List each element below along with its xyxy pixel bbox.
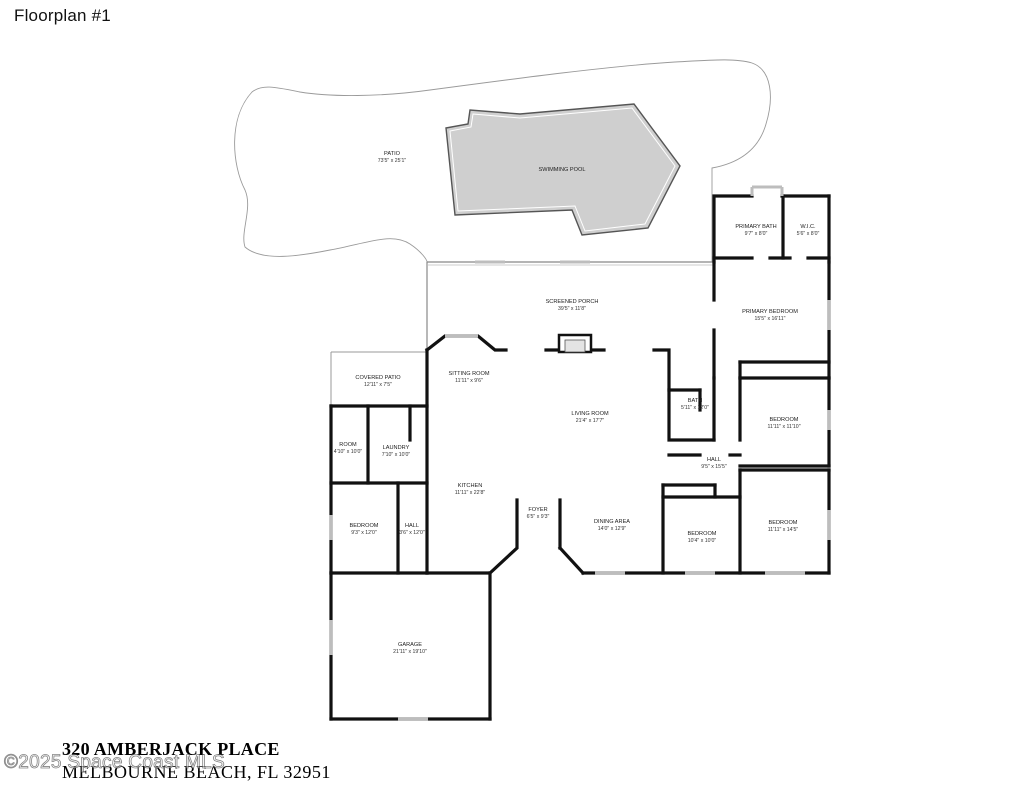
- room-dims-primary-bath: 9'7" x 8'0": [745, 231, 768, 237]
- room-dims-covered-patio: 12'11" x 7'5": [364, 382, 392, 388]
- room-dims-patio: 73'5" x 25'1": [378, 158, 407, 164]
- room-dims-primary-bedroom: 15'5" x 16'11": [755, 316, 786, 322]
- room-name-laundry: LAUNDRY: [383, 445, 410, 451]
- room-dims-screened-porch: 39'5" x 11'8": [558, 306, 586, 312]
- fireplace: [557, 333, 593, 354]
- room-dims-hall-2: 3'6" x 12'0": [399, 530, 425, 536]
- windows: [329, 185, 831, 721]
- room-name-bath: BATH: [688, 398, 703, 404]
- room-dims-garage: 21'11" x 19'10": [393, 649, 427, 655]
- room-name-foyer: FOYER: [528, 507, 547, 513]
- room-dims-sitting-room: 11'11" x 9'6": [455, 378, 483, 384]
- room-name-bedroom-3: BEDROOM: [769, 520, 798, 526]
- room-dims-laundry: 7'10" x 10'0": [382, 452, 411, 458]
- room-name-bedroom-2: BEDROOM: [688, 531, 717, 537]
- room-dims-bedroom-1: 11'11" x 11'10": [767, 424, 800, 430]
- room-dims-dining-area: 14'0" x 12'9": [598, 526, 627, 532]
- pool-coping: [449, 107, 676, 232]
- room-name-hall-2: HALL: [405, 523, 419, 529]
- room-dims-bedroom-3: 11'11" x 14'5": [768, 527, 799, 533]
- mls-watermark: ©2025 Space Coast MLS: [4, 752, 225, 774]
- address-line-1: 320 AMBERJACK PLACE: [62, 739, 280, 759]
- room-name-kitchen: KITCHEN: [458, 483, 483, 489]
- room-name-primary-bedroom: PRIMARY BEDROOM: [742, 309, 798, 315]
- room-dims-living-room: 21'4" x 17'7": [576, 418, 605, 424]
- room-name-living-room: LIVING ROOM: [571, 411, 609, 417]
- room-name-garage: GARAGE: [398, 642, 422, 648]
- room-labels: PATIO 73'5" x 25'1" SWIMMING POOL PRIMAR…: [334, 151, 820, 655]
- page-title: Floorplan #1: [14, 6, 111, 25]
- room-name-covered-patio: COVERED PATIO: [355, 375, 401, 381]
- room-name-bedroom-1: BEDROOM: [770, 417, 799, 423]
- walls: [329, 194, 831, 721]
- swimming-pool: [445, 103, 681, 236]
- room-dims-bedroom-4: 9'3" x 12'0": [351, 530, 377, 536]
- room-name-patio: PATIO: [384, 151, 401, 157]
- room-name-screened-porch: SCREENED PORCH: [546, 299, 599, 305]
- address-line-2: MELBOURNE BEACH, FL 32951: [62, 762, 331, 782]
- room-dims-kitchen: 11'11" x 22'8": [455, 490, 486, 496]
- room-dims-wic: 5'6" x 8'0": [797, 231, 820, 237]
- room-dims-bath: 5'11" x 12'0": [681, 405, 709, 411]
- room-name-pool: SWIMMING POOL: [539, 167, 586, 173]
- room-name-primary-bath: PRIMARY BATH: [735, 224, 776, 230]
- room-dims-room: 4'10" x 10'0": [334, 449, 363, 455]
- room-dims-bedroom-2: 10'4" x 10'0": [688, 538, 717, 544]
- covered-patio-frame: [330, 351, 427, 406]
- room-name-sitting-room: SITTING ROOM: [448, 371, 489, 377]
- room-name-hall-1: HALL: [707, 457, 721, 463]
- room-name-room: ROOM: [339, 442, 357, 448]
- room-name-wic: W.I.C.: [800, 224, 816, 230]
- room-dims-hall-1: 9'5" x 15'5": [701, 464, 727, 470]
- room-name-bedroom-4: BEDROOM: [350, 523, 379, 529]
- room-dims-foyer: 6'5" x 9'3": [527, 514, 550, 520]
- room-name-dining-area: DINING AREA: [594, 519, 630, 525]
